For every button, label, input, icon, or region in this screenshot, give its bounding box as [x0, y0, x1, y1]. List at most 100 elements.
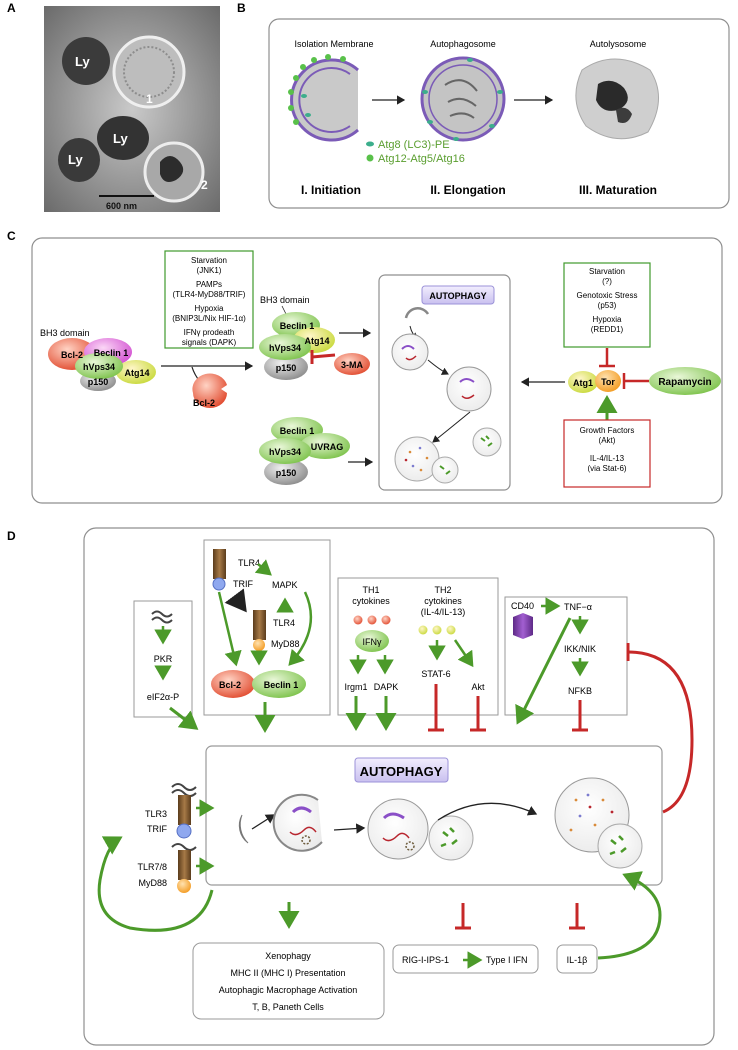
- trif-ball-1: [212, 577, 226, 591]
- tlr3-receptor: [178, 795, 191, 825]
- growth-1: Growth Factors: [580, 426, 635, 435]
- th1-dot-1: [353, 615, 363, 625]
- tor-stim-1: Starvation: [589, 267, 625, 276]
- d-th2-cyt: cytokines: [424, 596, 462, 606]
- 3ma-shape: [334, 353, 370, 375]
- scale-bar-label: 600 nm: [106, 201, 137, 211]
- stim-line-5: Hypoxia: [195, 304, 224, 313]
- d-tlr4-2: TLR4: [273, 618, 295, 628]
- outcome-macrophage: Autophagic Macrophage Activation: [219, 985, 358, 995]
- arrow-th2-akt: [453, 639, 474, 668]
- left-hvps34: hVps34: [83, 362, 115, 372]
- d-rig: RIG-I-IPS-1: [402, 955, 449, 965]
- feedback-loop-tlr: [97, 836, 214, 932]
- arrow-tnf-autophagy: [515, 617, 572, 725]
- autophagy-process-d: [238, 777, 643, 869]
- stim-line-1: Starvation: [191, 256, 227, 265]
- stage-autophagosome: Autophagosome: [430, 39, 496, 49]
- th2-dot-3: [446, 625, 456, 635]
- d-beclin-shape: [252, 670, 306, 698]
- em-label-ly-3: Ly: [68, 152, 83, 167]
- uvrag-hvps34: hVps34: [269, 447, 301, 457]
- em-label-2: 2: [201, 178, 208, 192]
- outcome-cells: T, B, Paneth Cells: [252, 1002, 324, 1012]
- autophagy-title-c: AUTOPHAGY: [429, 291, 486, 301]
- d-nfkb: NFKB: [568, 686, 592, 696]
- complex-uvrag: [259, 417, 350, 485]
- stage-autolysosome: Autolysosome: [590, 39, 647, 49]
- stim-line-8: signals (DAPK): [182, 338, 237, 347]
- stim-line-3: PAMPs: [196, 280, 222, 289]
- inhibit-3ma-line: [311, 353, 336, 359]
- em-label-1: 1: [146, 92, 153, 106]
- outcome-mhc: MHC II (MHC I) Presentation: [230, 968, 345, 978]
- tor-inhibitors-box: [563, 262, 651, 348]
- legend-atg8-icon: [366, 141, 374, 147]
- arrow-tlr4-mapk: [254, 559, 272, 576]
- legend-atg12: Atg12-Atg5/Atg16: [378, 153, 465, 165]
- stimuli-box-green: [164, 250, 254, 349]
- d-tlr4-1: TLR4: [238, 558, 260, 568]
- autophagy-title-bg-c: [421, 285, 495, 305]
- d-cd40: CD40: [511, 601, 534, 611]
- tlr3-dsrna-icon: [171, 783, 197, 797]
- outcome-xenophagy: Xenophagy: [265, 951, 311, 961]
- d-tlr78: TLR7/8: [137, 862, 167, 872]
- complex-left: [48, 338, 156, 391]
- complex-mid: [259, 312, 335, 380]
- d-eif2a: eIF2α-P: [147, 692, 179, 702]
- free-bcl2-shape: [192, 373, 227, 408]
- stim-line-4: (TLR4-MyD88/TRIF): [173, 290, 246, 299]
- autolysosome-image: [575, 58, 659, 140]
- arrow-trif-bcl2: [217, 591, 242, 667]
- autophagy-process-c: [391, 307, 502, 484]
- bh3-label-mid: BH3 domain: [260, 295, 310, 305]
- mid-hvps34: hVps34: [269, 343, 301, 353]
- uvrag-beclin1: Beclin 1: [280, 426, 315, 436]
- th1-dot-2: [367, 615, 377, 625]
- tor-stim-2: (?): [602, 277, 612, 286]
- myd88-ball-1: [253, 639, 265, 651]
- d-irgm1: Irgm1: [344, 682, 367, 692]
- dsrna-icon: [151, 610, 173, 624]
- stim-line-2: (JNK1): [197, 266, 222, 275]
- d-ikk: IKK/NIK: [564, 644, 596, 654]
- autophagy-title-bg-d: [354, 757, 449, 783]
- d-th1: TH1: [362, 585, 379, 595]
- d-myd88-1: MyD88: [271, 639, 300, 649]
- arrow-eif-autophagy: [169, 706, 199, 730]
- stim-line-6: (BNIP3L/Nix HIF-1α): [172, 314, 246, 323]
- left-atg14: Atg14: [124, 368, 149, 378]
- d-trif-1: TRIF: [233, 579, 253, 589]
- isolation-membrane-image: [288, 54, 359, 142]
- 3ma-label: 3-MA: [341, 360, 363, 370]
- bh3-label-left: BH3 domain: [40, 328, 90, 338]
- d-type1ifn: Type I IFN: [486, 955, 528, 965]
- mid-beclin1: Beclin 1: [280, 321, 315, 331]
- rapamycin-label: Rapamycin: [658, 377, 711, 388]
- uvrag-label: UVRAG: [311, 442, 344, 452]
- tlr78-myd88-ball: [177, 879, 191, 893]
- em-label-ly-1: Ly: [75, 54, 90, 69]
- mid-atg14: Atg14: [304, 336, 329, 346]
- panel-c-letter: C: [7, 229, 16, 243]
- growth-factors-box: [563, 419, 651, 488]
- d-dapk: DAPK: [374, 682, 399, 692]
- growth-2: (Akt): [599, 436, 616, 445]
- stim-line-7: IFNγ prodeath: [184, 328, 235, 337]
- d-mapk: MAPK: [272, 580, 298, 590]
- phase-maturation: III. Maturation: [579, 183, 657, 197]
- d-myd88-2: MyD88: [138, 878, 167, 888]
- growth-3: IL-4/IL-13: [590, 454, 625, 463]
- d-tlr3: TLR3: [145, 809, 167, 819]
- ifng-shape: [355, 630, 389, 652]
- d-stat6: STAT-6: [421, 669, 450, 679]
- left-beclin1: Beclin 1: [94, 348, 129, 358]
- tor-stim-4: (p53): [598, 301, 617, 310]
- tlr78-receptor: [178, 850, 191, 880]
- left-bcl2: Bcl-2: [61, 350, 83, 360]
- stage-isolation-membrane: Isolation Membrane: [294, 39, 373, 49]
- em-label-ly-2: Ly: [113, 131, 128, 146]
- uvrag-p150: p150: [276, 468, 297, 478]
- d-th1-cyt: cytokines: [352, 596, 390, 606]
